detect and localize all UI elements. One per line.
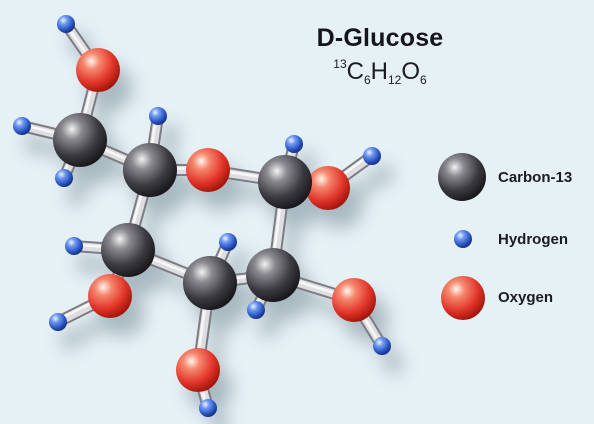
legend-hydrogen-swatch xyxy=(454,230,472,248)
hydrogen-atom xyxy=(57,15,75,33)
atom-shadow xyxy=(210,416,230,424)
carbon-atom xyxy=(246,248,300,302)
oxygen-atom xyxy=(332,278,376,322)
carbon-atom xyxy=(101,223,155,277)
formula-oxygen-symbol: O xyxy=(401,58,421,85)
oxygen-atom xyxy=(186,148,230,192)
hydrogen-atom xyxy=(219,233,237,251)
oxygen-atom xyxy=(306,166,350,210)
oxygen-atom xyxy=(76,48,120,92)
atom-shadow xyxy=(76,254,96,274)
molecular-formula: 13C6H12O6 xyxy=(300,57,460,87)
atom-shadow xyxy=(258,318,278,338)
carbon-atom xyxy=(258,155,312,209)
hydrogen-atom xyxy=(363,147,381,165)
legend-hydrogen-label: Hydrogen xyxy=(498,231,569,248)
atoms-group xyxy=(13,15,391,417)
legend-swatches xyxy=(438,153,486,320)
hydrogen-atom xyxy=(373,337,391,355)
atom-shadow xyxy=(66,186,86,206)
formula-carbon-symbol: C xyxy=(346,58,364,85)
hydrogen-atom xyxy=(149,107,167,125)
hydrogen-atom xyxy=(49,313,67,331)
legend-oxygen-label: Oxygen xyxy=(498,289,554,306)
formula-hydrogen-count: 12 xyxy=(388,73,402,87)
hydrogen-atom xyxy=(247,301,265,319)
atom-shadow xyxy=(384,354,404,374)
carbon-atom xyxy=(183,256,237,310)
legend-carbon-swatch xyxy=(438,153,486,201)
hydrogen-atom xyxy=(199,399,217,417)
oxygen-atom xyxy=(176,348,220,392)
formula-carbon-mass: 13 xyxy=(333,57,347,71)
hydrogen-atom xyxy=(65,237,83,255)
carbon-atom xyxy=(53,113,107,167)
oxygen-atom xyxy=(88,274,132,318)
atom-shadow xyxy=(160,124,180,144)
atom-shadow xyxy=(230,250,250,270)
formula-hydrogen-symbol: H xyxy=(370,58,388,85)
hydrogen-atom xyxy=(13,117,31,135)
carbon-atom xyxy=(123,143,177,197)
formula-carbon-count: 6 xyxy=(363,73,371,87)
formula-oxygen-count: 6 xyxy=(420,73,427,87)
hydrogen-atom xyxy=(55,169,73,187)
legend-carbon-label: Carbon-13 xyxy=(498,169,573,186)
diagram-title: D-Glucose xyxy=(316,24,444,52)
atom-shadow xyxy=(374,164,394,184)
atom-shadow xyxy=(60,330,80,350)
hydrogen-atom xyxy=(285,135,303,153)
atom-shadow xyxy=(24,134,44,154)
legend-oxygen-swatch xyxy=(441,276,485,320)
